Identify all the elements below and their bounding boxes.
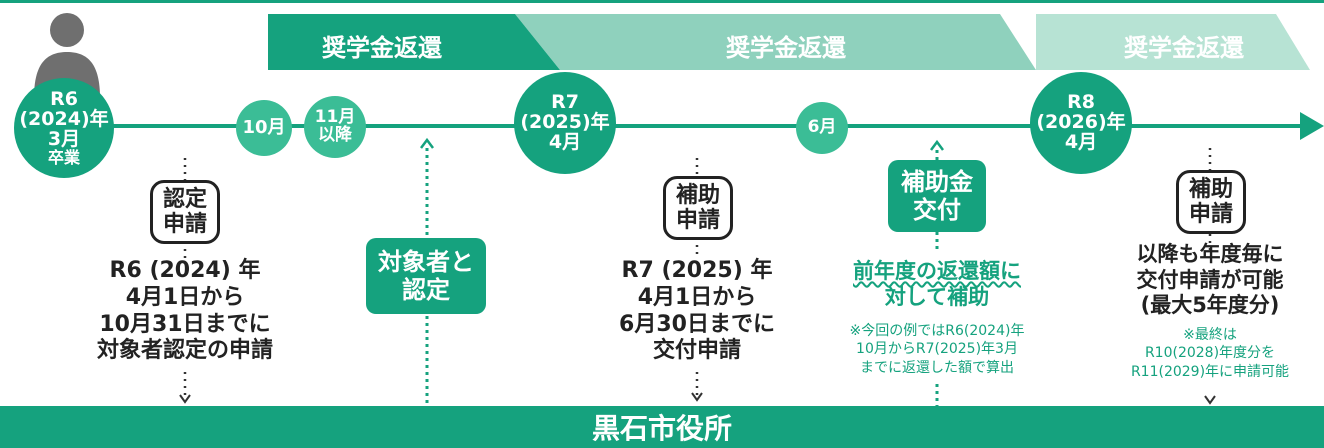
yearly-note: ※最終は R10(2028)年度分を R11(2029)年に申請可能 — [1096, 326, 1324, 381]
milestone-r8: R8 (2026)年 4月 — [1030, 72, 1132, 174]
yearly-note-line1: ※最終は — [1183, 327, 1237, 343]
subsidy-payment-line1: 補助金 — [901, 167, 973, 196]
yearly-desc-line2: 交付申請が可能 — [1136, 267, 1284, 292]
subsidy-application-description: R7 (2025) 年 4月1日から 6月30日までに 交付申請 — [584, 258, 810, 365]
milestone-r7-month: 4月 — [548, 130, 582, 153]
milestone-r8-era: R8 — [1067, 91, 1095, 114]
certification-application-desc-line4: 対象者認定の申請 — [96, 338, 273, 364]
subsidy-payment-description: 前年度の返還額に 対して補助 — [827, 258, 1047, 311]
certification-application-line1: 認定 — [162, 186, 207, 212]
certification-application-bubble: 認定 申請 — [150, 180, 220, 244]
graduation-era: R6 — [50, 87, 78, 110]
graduation-year: (2024)年 — [19, 107, 109, 130]
certification-line2: 認定 — [402, 276, 450, 304]
graduation-month: 3月 — [47, 127, 81, 150]
milestone-nov-label: 11月 — [314, 107, 356, 128]
repayment-band-2 — [515, 14, 1036, 70]
repayment-band-label-3: 奨学金返還 — [1124, 34, 1244, 62]
city-office-label: 黒石市役所 — [591, 412, 732, 445]
milestone-nov-sublabel: 以降 — [318, 125, 352, 145]
repayment-band-label-2: 奨学金返還 — [726, 34, 846, 62]
yearly-desc-line1: 以降も年度毎に — [1136, 242, 1284, 266]
milestone-jun: 6月 — [796, 102, 848, 154]
milestone-r8-year: (2026)年 — [1036, 111, 1126, 134]
subsidy-payment-line2: 交付 — [913, 196, 961, 224]
subsidy-application-1-line2: 申請 — [675, 208, 720, 233]
subsidy-application-desc-line3: 6月30日までに — [619, 311, 775, 337]
subsidy-application-2-line2: 申請 — [1188, 202, 1233, 227]
yearly-note-line3: R11(2029)年に申請可能 — [1130, 363, 1290, 380]
subsidy-payment-box: 補助金 交付 — [888, 160, 986, 232]
yearly-note-line2: R10(2028)年度分を — [1144, 345, 1276, 362]
certification-application-desc-line1: R6 (2024) 年 — [109, 258, 261, 283]
subsidy-application-1-line1: 補助 — [675, 182, 720, 208]
city-office-bar: 黒石市役所 — [0, 406, 1324, 448]
subsidy-payment-desc-line1: 前年度の返還額に — [853, 259, 1021, 283]
timeline-arrowhead — [1300, 112, 1324, 140]
graduation-circle: R6 (2024)年 3月 卒業 — [14, 78, 114, 178]
certification-box: 対象者と 認定 — [366, 238, 486, 314]
certification-application-description: R6 (2024) 年 4月1日から 10月31日までに 対象者認定の申請 — [60, 258, 310, 365]
certification-application-line2: 申請 — [162, 212, 207, 237]
milestone-oct-label: 10月 — [242, 116, 286, 138]
milestone-r7: R7 (2025)年 4月 — [514, 72, 616, 174]
certification-application-desc-line3: 10月31日までに — [99, 311, 271, 337]
subsidy-payment-note: ※今回の例ではR6(2024)年 10月からR7(2025)年3月 までに返還し… — [810, 322, 1064, 377]
milestone-r7-year: (2025)年 — [520, 111, 610, 134]
subsidy-application-desc-line1: R7 (2025) 年 — [621, 258, 773, 283]
repayment-band-label-1: 奨学金返還 — [322, 34, 442, 62]
subsidy-payment-note-line3: までに返還した額で算出 — [860, 359, 1014, 376]
certification-application-desc-line2: 4月1日から — [125, 284, 245, 310]
subsidy-payment-note-line1: ※今回の例ではR6(2024)年 — [849, 323, 1025, 339]
subsidy-application-bubble-1: 補助 申請 — [663, 176, 733, 240]
yearly-description: 以降も年度毎に 交付申請が可能 (最大5年度分) — [1104, 242, 1316, 319]
milestone-nov: 11月 以降 — [304, 96, 366, 158]
milestone-jun-label: 6月 — [807, 117, 837, 138]
milestone-r7-era: R7 — [551, 91, 579, 114]
repayment-band-1 — [1036, 14, 1310, 70]
yearly-desc-line3: (最大5年度分) — [1140, 293, 1280, 318]
subsidy-application-desc-line4: 交付申請 — [652, 338, 741, 364]
subsidy-application-desc-line2: 4月1日から — [637, 284, 757, 310]
graduation-status: 卒業 — [47, 147, 80, 167]
subsidy-application-2-line1: 補助 — [1188, 176, 1233, 202]
certification-line1: 対象者と — [378, 247, 474, 276]
milestone-r8-month: 4月 — [1064, 130, 1098, 153]
subsidy-application-bubble-2: 補助 申請 — [1176, 170, 1246, 234]
repayment-band-3 — [268, 14, 560, 70]
milestone-oct: 10月 — [236, 100, 292, 156]
subsidy-payment-note-line2: 10月からR7(2025)年3月 — [856, 341, 1018, 358]
subsidy-payment-desc-line2: 対して補助 — [884, 285, 990, 310]
